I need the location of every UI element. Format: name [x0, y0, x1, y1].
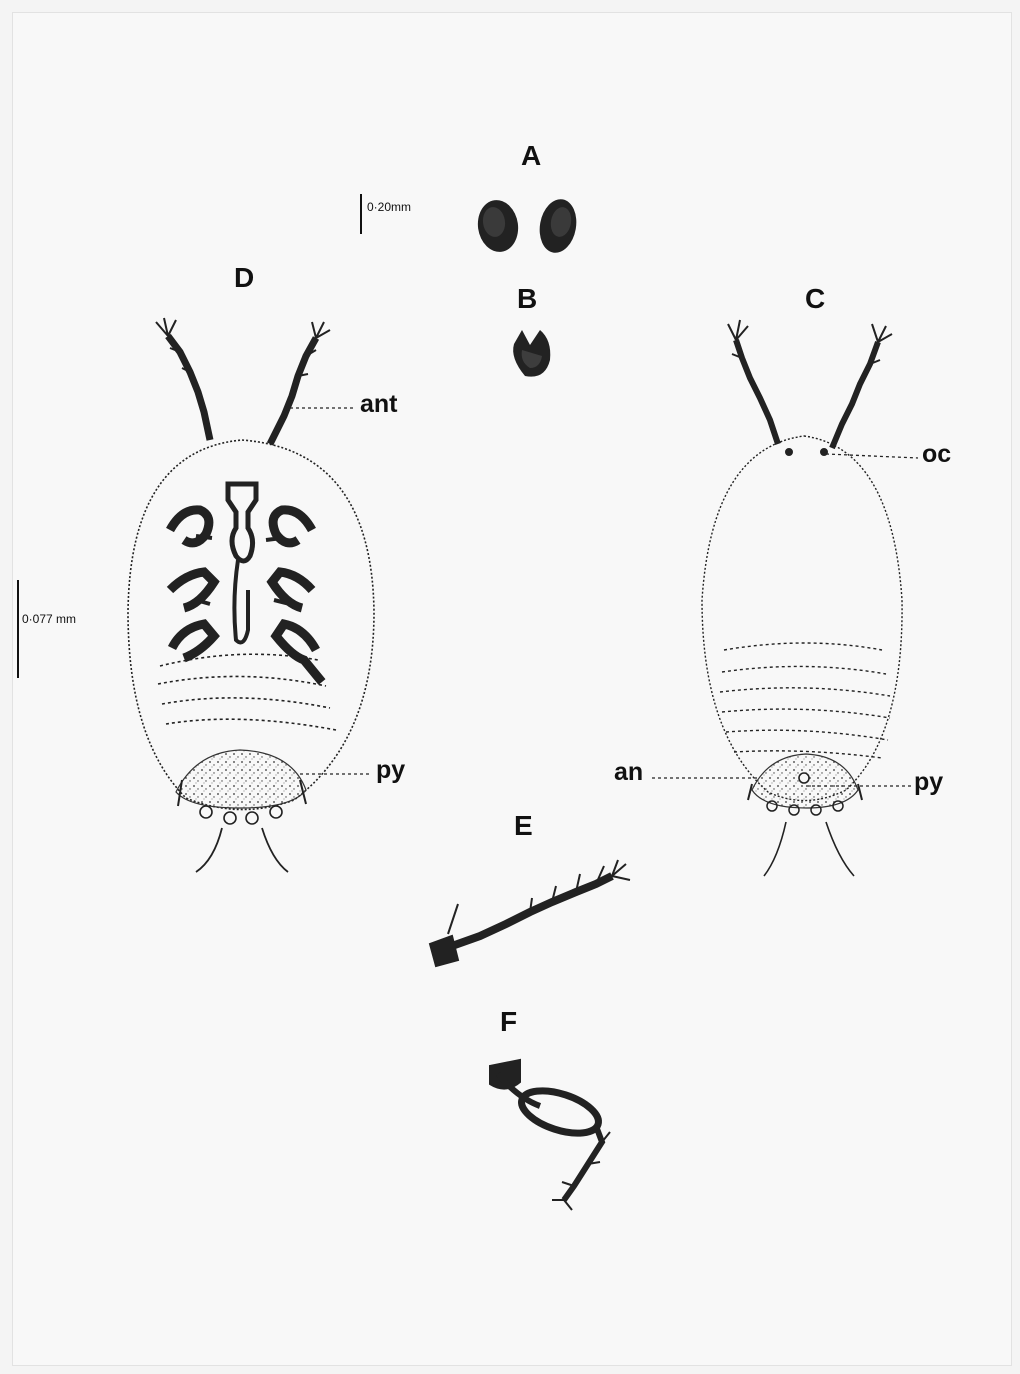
antenna-figure-e	[430, 860, 630, 966]
panel-label-f: F	[500, 1006, 517, 1038]
panel-label-c: C	[805, 283, 825, 315]
panel-label-b: B	[517, 283, 537, 315]
label-pygidium-d: py	[376, 756, 405, 785]
panel-label-d: D	[234, 262, 254, 294]
egg-shell-figure-b	[513, 330, 550, 377]
label-anus: an	[614, 758, 643, 787]
eggs-figure-a	[475, 196, 581, 255]
panel-label-a: A	[521, 140, 541, 172]
label-ocellus: oc	[922, 440, 951, 469]
label-antenna: ant	[360, 390, 398, 419]
leg-figure-f	[490, 1060, 610, 1210]
body-scale-label: 0·077 mm	[22, 612, 76, 626]
crawler-dorsal-figure-c	[702, 320, 902, 876]
crawler-ventral-figure-d	[128, 318, 374, 872]
panel-label-e: E	[514, 810, 533, 842]
egg-scale-label: 0·20mm	[367, 200, 411, 214]
label-pygidium-c: py	[914, 768, 943, 797]
